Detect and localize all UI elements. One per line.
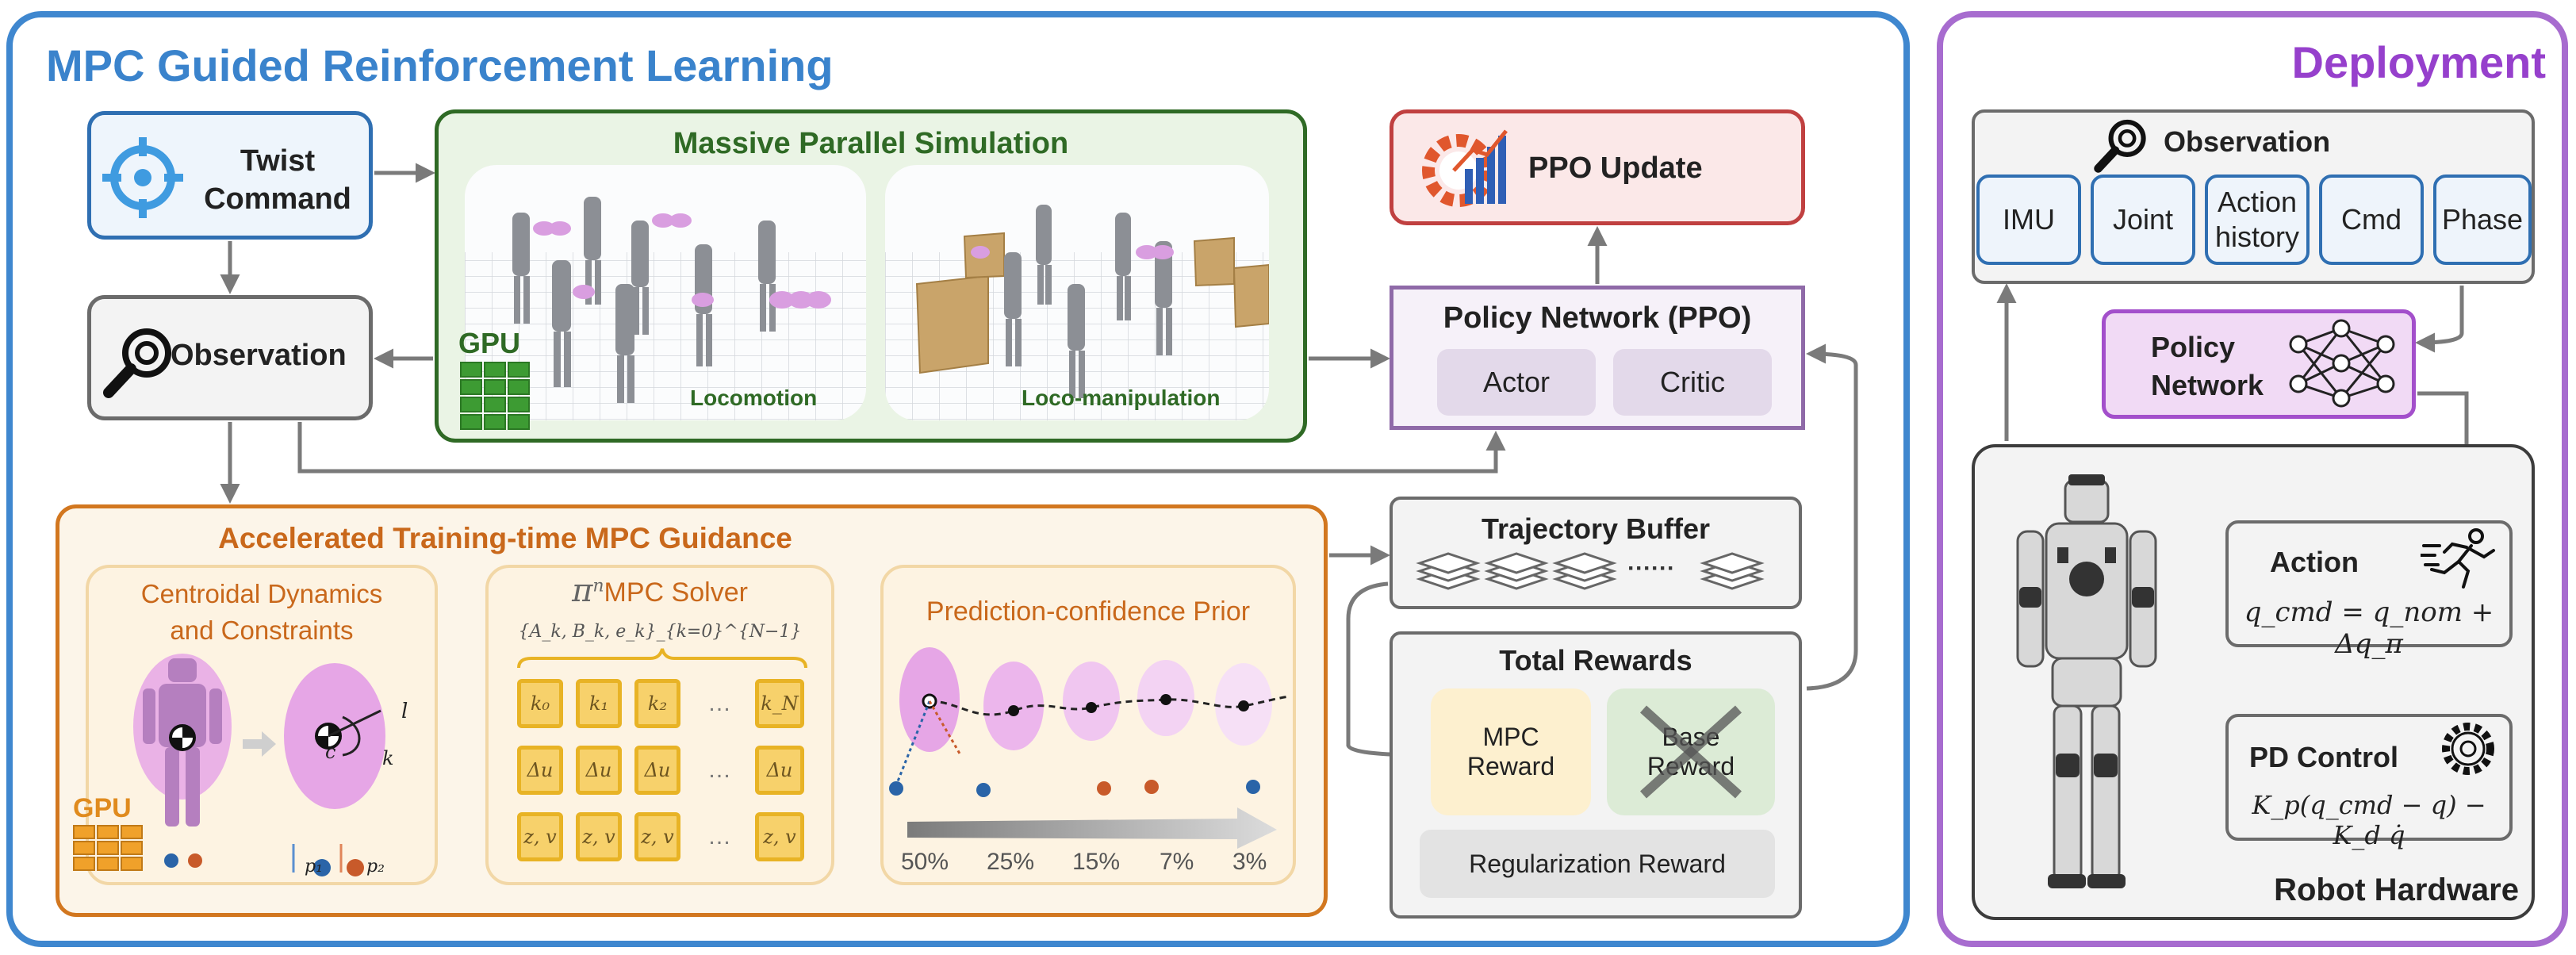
solver-ellipsis: … [707, 690, 731, 716]
angular-momentum-label: l [401, 700, 408, 723]
solver-tile: Δu [634, 746, 680, 795]
mpc-solver-title: πnMPC Solver [485, 573, 834, 609]
solver-tile: z, v [576, 812, 622, 861]
rl-panel-title: MPC Guided Reinforcement Learning [46, 40, 834, 90]
p1-label: p₁ [305, 857, 323, 876]
loco-manipulation-scene-image [885, 205, 1269, 420]
pi-superscript: n [592, 576, 604, 596]
sim-gpu-label: GPU [458, 327, 521, 359]
gear-icon [2442, 723, 2494, 775]
solver-ellipsis: … [707, 757, 731, 783]
solver-tile: k_N [755, 679, 804, 728]
confidence-value: 25% [987, 849, 1035, 875]
ppo-update-label: PPO Update [1528, 151, 1703, 185]
base-reward-block: Base Reward [1607, 688, 1775, 815]
policy-network-title: Policy Network (PPO) [1443, 301, 1752, 335]
deployment-panel [1937, 11, 2568, 947]
twist-label-line2: Command [204, 182, 351, 216]
confidence-value: 50% [901, 849, 949, 875]
p2-label: p₂ [366, 857, 385, 876]
buffer-stack-icons [1416, 552, 1765, 590]
solver-tile: k₁ [576, 679, 622, 728]
mpc-reward-line2: Reward [1466, 752, 1555, 780]
total-rewards-title: Total Rewards [1499, 644, 1692, 677]
solver-ellipsis: … [707, 823, 731, 850]
simulation-title: Massive Parallel Simulation [673, 127, 1069, 160]
deployment-policy-line1: Policy [2151, 331, 2236, 363]
chip-phase: Phase [2433, 175, 2532, 265]
centroidal-title-line1: Centroidal Dynamics [140, 579, 383, 608]
solver-grid: k₀ k₁ k₂ … k_N Δu Δu Δu … Δu z, v z, v z… [517, 679, 811, 871]
mpc-reward-block: MPC Reward [1431, 688, 1591, 815]
critic-block: Critic [1613, 349, 1772, 416]
observation-box: Observation [87, 295, 373, 420]
confidence-value: 3% [1232, 849, 1267, 875]
loco-manipulation-label: Loco-manipulation [1022, 385, 1221, 410]
mpc-guidance-title: Accelerated Training-time MPC Guidance [218, 522, 792, 554]
running-figure-icon [2421, 528, 2495, 589]
mpc-reward-line1: MPC [1482, 723, 1539, 751]
twist-label-line1: Twist [240, 144, 316, 178]
chip-imu: IMU [1976, 175, 2081, 265]
chip-joint: Joint [2091, 175, 2195, 265]
solver-tile: z, v [634, 812, 680, 861]
deployment-policy-line2: Network [2151, 369, 2264, 401]
solver-tile: z, v [755, 812, 804, 861]
action-box [2225, 520, 2513, 647]
mpc-solver-label: MPC Solver [604, 577, 748, 608]
system-matrices-label: {A_k, B_k, e_k}_{k=0}^{N−1} [518, 622, 802, 642]
k-label: k [382, 747, 394, 769]
deployment-observation-title: Observation [2164, 125, 2331, 158]
cross-out-icon [1639, 705, 1742, 799]
twist-command-box: Twist Command [87, 111, 373, 240]
locomotion-scene-image [465, 197, 866, 420]
magnifier-icon [2094, 119, 2146, 173]
solver-tile: Δu [755, 746, 804, 795]
gpu-grid-icon [460, 362, 530, 430]
locomotion-scene [465, 165, 866, 420]
gear-chart-icon [1422, 129, 1508, 207]
buffer-ellipsis: ······ [1627, 555, 1675, 581]
confidence-value: 7% [1160, 849, 1194, 875]
actor-block: Actor [1437, 349, 1596, 416]
chip-action-history: Action history [2205, 175, 2310, 265]
magnifier-icon [103, 328, 171, 398]
prediction-prior-title: Prediction-confidence Prior [926, 596, 1251, 627]
regularization-reward-block: Regularization Reward [1420, 830, 1775, 898]
solver-tile: Δu [517, 746, 563, 795]
solver-tile: z, v [517, 812, 563, 861]
solver-tile: k₀ [517, 679, 563, 728]
confidence-percentages: 50% 25% 15% 7% 3% [901, 849, 1290, 880]
rl-panel [6, 11, 1910, 947]
robot-hardware-image [2016, 474, 2157, 888]
chip-cmd: Cmd [2319, 175, 2424, 265]
locomotion-label: Locomotion [690, 385, 818, 410]
observation-label: Observation [171, 339, 347, 372]
action-formula: q_cmd = q_nom + Δq_π [2244, 596, 2494, 660]
pd-control-formula: K_p(q_cmd − q) − K_d q̇ [2252, 790, 2486, 850]
com-label: c [325, 741, 336, 763]
loco-manipulation-scene [885, 165, 1269, 420]
pd-control-title: PD Control [2249, 741, 2398, 773]
neural-network-icon [2289, 319, 2395, 408]
deployment-panel-title: Deployment [2291, 37, 2547, 87]
pi-symbol: π [572, 573, 593, 609]
matrices-brace [517, 648, 807, 669]
robot-hardware-label: Robot Hardware [2274, 873, 2519, 907]
mpc-gpu-grid-icon [73, 825, 143, 871]
confidence-value: 15% [1072, 849, 1121, 875]
solver-tile: Δu [576, 746, 622, 795]
ppo-update-box: PPO Update [1390, 109, 1805, 225]
action-title: Action [2270, 546, 2359, 578]
deployment-policy-box [2102, 309, 2416, 419]
crosshair-icon [102, 137, 183, 218]
prediction-prior-plot [889, 647, 1290, 849]
trajectory-buffer-title: Trajectory Buffer [1481, 512, 1711, 545]
pd-control-box [2225, 714, 2513, 841]
mpc-gpu-label: GPU [73, 793, 132, 823]
centroidal-robot-illustration [133, 654, 385, 876]
solver-tile: k₂ [634, 679, 680, 728]
centroidal-title-line2: and Constraints [170, 616, 354, 645]
